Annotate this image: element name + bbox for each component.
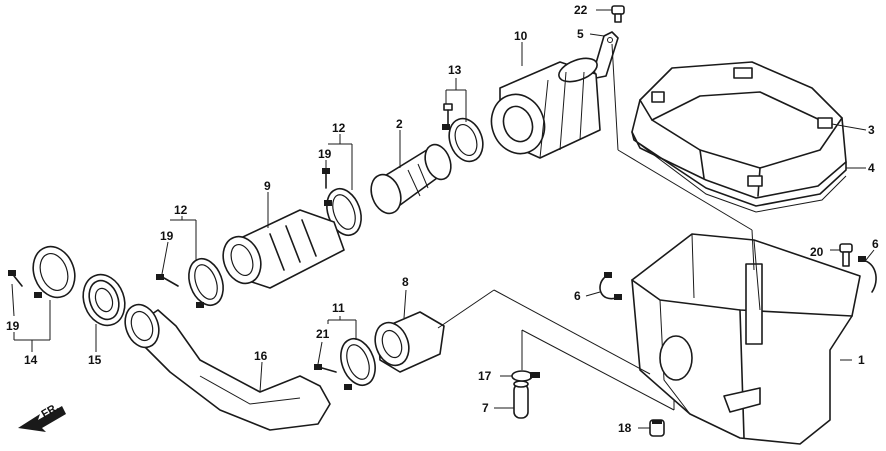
callout-10: 10	[514, 29, 528, 43]
callout-19-lower: 19	[160, 229, 174, 243]
seal-15	[82, 273, 126, 327]
callout-7: 7	[482, 401, 489, 415]
screw-19-upper	[322, 168, 330, 189]
leader-lines	[11, 9, 875, 429]
callout-11: 11	[332, 301, 345, 315]
callout-3: 3	[868, 123, 875, 137]
callout-20: 20	[810, 245, 824, 259]
callout-22: 22	[574, 3, 588, 17]
callout-15: 15	[88, 353, 102, 367]
callout-8: 8	[402, 275, 409, 289]
callout-6-right: 6	[872, 237, 879, 251]
bracket	[593, 31, 619, 79]
screw-21	[314, 364, 337, 373]
band-13	[442, 117, 484, 163]
band-12-upper	[324, 187, 362, 237]
tube-clip-left	[599, 272, 622, 300]
callout-19-left: 19	[6, 319, 20, 333]
callout-1: 1	[858, 353, 865, 367]
callout-13: 13	[448, 63, 462, 77]
tube-clip-right	[858, 256, 877, 293]
callout-5: 5	[577, 27, 584, 41]
drain-cap-18	[649, 419, 665, 437]
air-intake-tube	[222, 209, 345, 289]
front-direction-arrow	[18, 406, 66, 432]
air-cleaner-cover	[631, 61, 847, 213]
band-11	[340, 337, 376, 390]
callout-12-lower: 12	[174, 203, 188, 217]
band-12-lower	[188, 257, 224, 308]
air-cleaner-case	[631, 233, 861, 445]
callout-17: 17	[478, 369, 492, 383]
screw-19-left	[8, 270, 23, 287]
callout-16: 16	[254, 349, 268, 363]
callout-19-upper: 19	[318, 147, 332, 161]
air-cleaner-element	[490, 57, 601, 159]
screw-13	[443, 103, 453, 125]
joint-2	[370, 143, 452, 215]
drain-tube	[513, 380, 529, 419]
callout-2: 2	[396, 117, 403, 131]
callout-6-left: 6	[574, 289, 581, 303]
bolt-22	[611, 5, 625, 23]
screw-19-lower	[156, 274, 179, 287]
resonator-joint	[374, 311, 445, 373]
air-inlet-duct	[124, 303, 331, 431]
callout-4: 4	[868, 161, 875, 175]
bolt-20	[839, 243, 853, 267]
callout-9: 9	[264, 179, 271, 193]
callout-12-upper: 12	[332, 121, 346, 135]
band-14	[32, 245, 76, 299]
callout-21: 21	[316, 327, 330, 341]
clamp-17	[511, 370, 540, 382]
callout-18: 18	[618, 421, 632, 435]
callout-14: 14	[24, 353, 38, 367]
